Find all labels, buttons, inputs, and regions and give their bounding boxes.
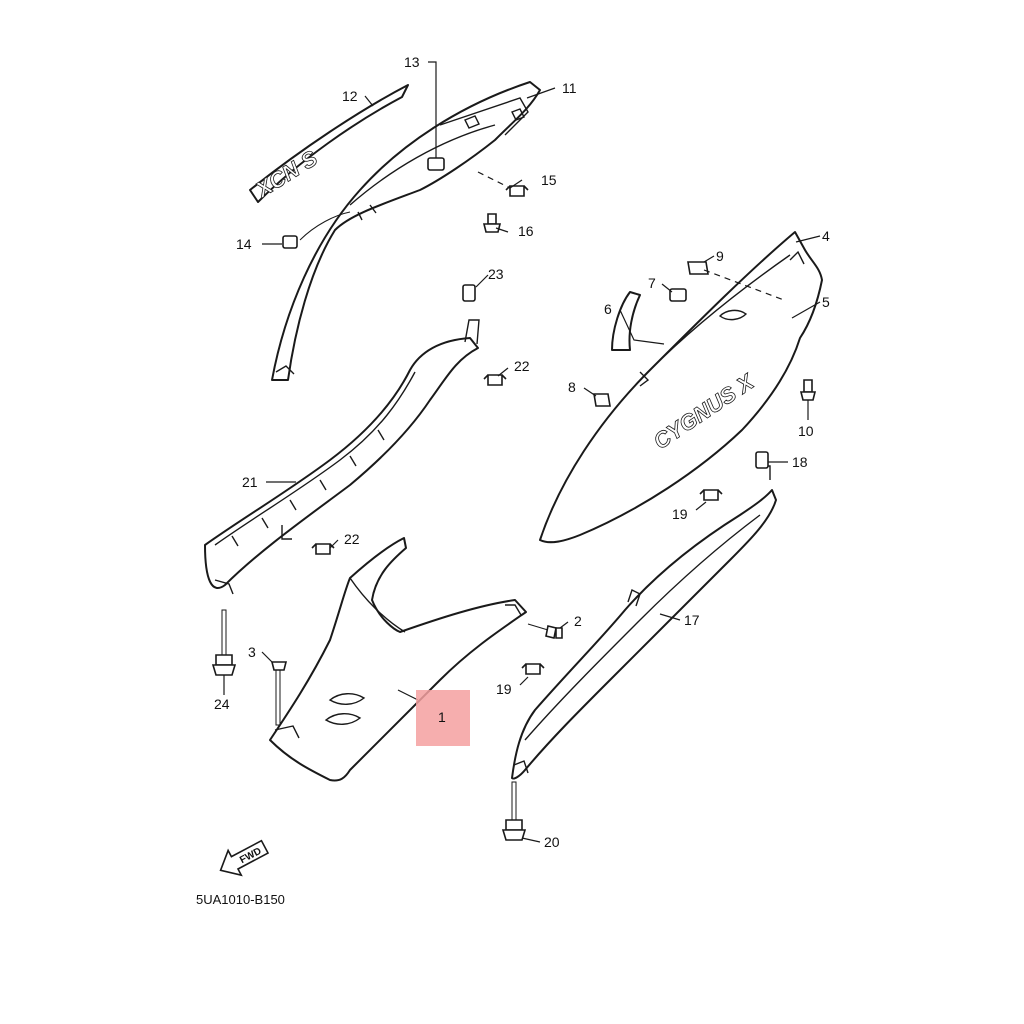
part-23-clip[interactable] [462, 284, 476, 302]
callout-20: 20 [544, 834, 560, 850]
callout-15: 15 [541, 172, 557, 188]
part-10-screw[interactable] [799, 379, 817, 401]
part-17-lower-trim[interactable] [511, 465, 777, 780]
decal-rear-text: XCN S [250, 145, 322, 203]
fwd-arrow-icon: FWD [219, 839, 270, 877]
callout-7: 7 [648, 275, 656, 291]
part-19-nut-lower[interactable] [521, 663, 545, 675]
callout-18: 18 [792, 454, 808, 470]
part-15-nut[interactable] [505, 185, 529, 197]
callout-17: 17 [684, 612, 700, 628]
part-8-clip[interactable] [593, 393, 611, 407]
callout-1: 1 [438, 709, 446, 725]
callouts: 13 12 11 15 16 14 23 22 21 22 24 3 2 1 4… [214, 54, 830, 850]
callout-13: 13 [404, 54, 420, 70]
callout-11: 11 [562, 80, 577, 96]
part-24-screw[interactable] [211, 609, 237, 676]
callout-6: 6 [604, 301, 612, 317]
callout-12: 12 [342, 88, 358, 104]
fwd-label: FWD [238, 846, 263, 866]
part-22-nut-upper[interactable] [483, 374, 507, 386]
callout-16: 16 [518, 223, 534, 239]
part-16-screw[interactable] [482, 213, 502, 233]
callout-22-upper: 22 [514, 358, 530, 374]
callout-19-lower: 19 [496, 681, 512, 697]
callout-23: 23 [488, 266, 504, 282]
part-14-clip[interactable] [282, 235, 298, 249]
callout-5: 5 [822, 294, 830, 310]
part-13-clip[interactable] [427, 157, 445, 171]
part-21-side-rail[interactable] [204, 319, 480, 595]
part-1-leg-shield[interactable] [269, 537, 527, 782]
part-6-trim[interactable] [611, 291, 641, 351]
callout-21: 21 [242, 474, 258, 490]
callout-4: 4 [822, 228, 830, 244]
callout-14: 14 [236, 236, 252, 252]
part-3-screw[interactable] [270, 661, 288, 726]
callout-9: 9 [716, 248, 724, 264]
part-7-clip[interactable] [669, 288, 687, 302]
part-11-rear-cover[interactable] [271, 81, 541, 381]
callout-10: 10 [798, 423, 814, 439]
callout-24: 24 [214, 696, 230, 712]
callout-2: 2 [574, 613, 582, 629]
part-18-clip[interactable] [755, 451, 769, 469]
part-22-nut-lower[interactable] [311, 543, 335, 555]
part-20-screw[interactable] [501, 781, 527, 841]
leader-lines [223, 61, 821, 843]
highlight-box [416, 690, 470, 746]
callout-19-upper: 19 [672, 506, 688, 522]
diagram-code: 5UA1010-B150 [196, 892, 285, 907]
callout-8: 8 [568, 379, 576, 395]
part-9-clip[interactable] [687, 261, 709, 275]
part-19-nut-upper[interactable] [699, 489, 723, 501]
callout-22-lower: 22 [344, 531, 360, 547]
part-2-bolt[interactable] [527, 623, 563, 639]
callout-3: 3 [248, 644, 256, 660]
part-4-side-cover[interactable]: CYGNUS X [539, 231, 823, 544]
